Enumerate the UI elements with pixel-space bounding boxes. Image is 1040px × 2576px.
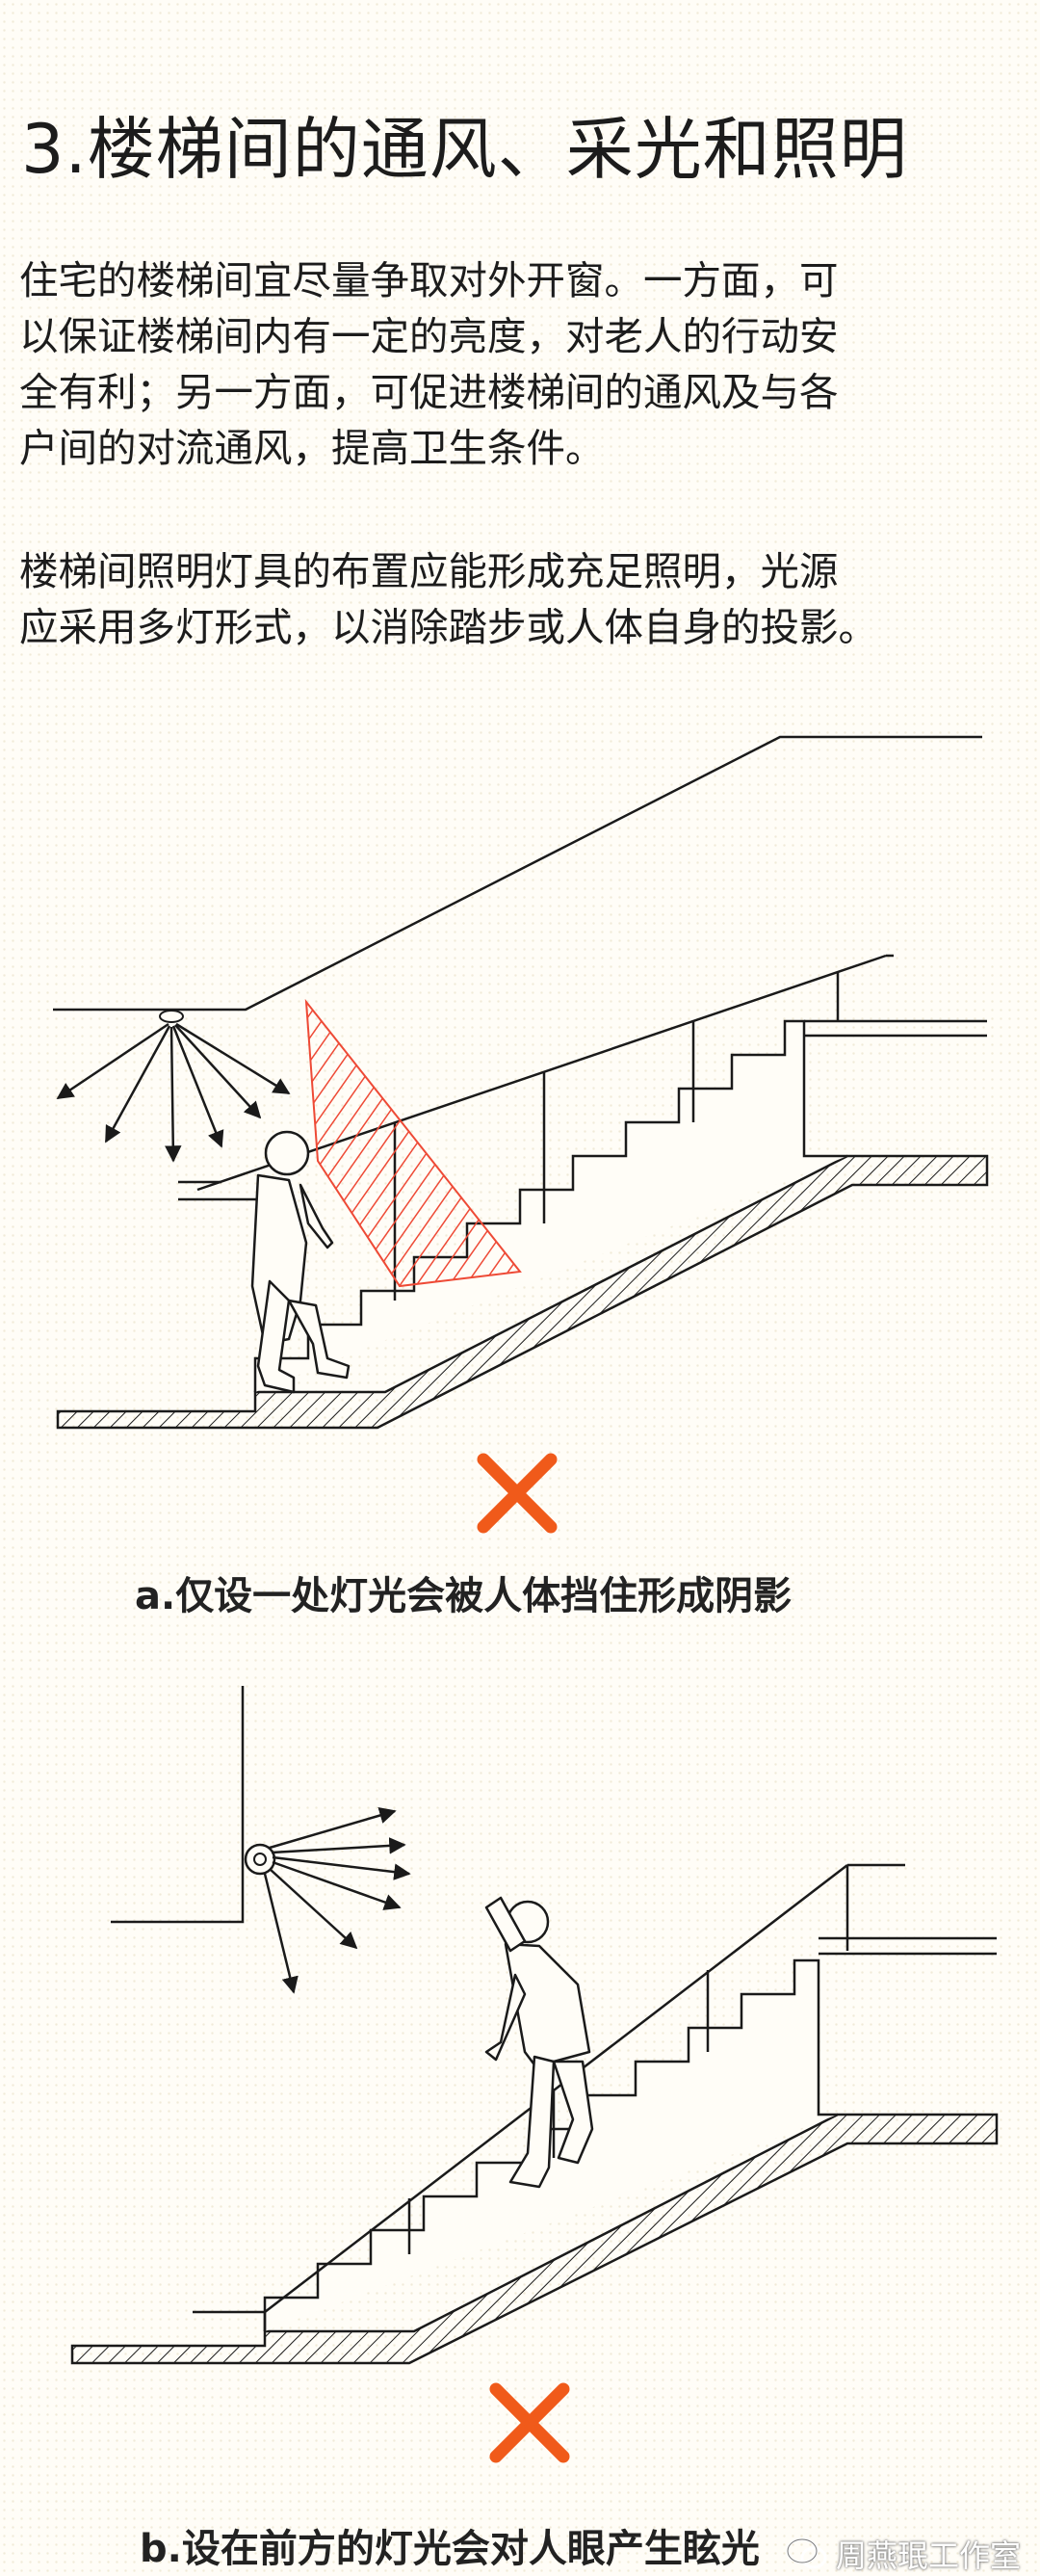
text-line: 以保证楼梯间内有一定的亮度，对老人的行动安 xyxy=(19,313,839,359)
paragraph-lighting: 楼梯间照明灯具的布置应能形成充足照明，光源 应采用多灯形式，以消除踏步或人体自身… xyxy=(19,543,1040,655)
text-line: 楼梯间照明灯具的布置应能形成充足照明，光源 xyxy=(19,548,839,594)
stair-slab xyxy=(56,1154,989,1430)
cross-mark-icon xyxy=(477,1453,558,1534)
figure-b-front-light-glare xyxy=(70,1686,999,2365)
paragraph-windows: 住宅的楼梯间宜尽量争取对外开窗。一方面，可 以保证楼梯间内有一定的亮度，对老人的… xyxy=(19,252,1040,476)
watermark-text: 周燕珉工作室 xyxy=(835,2537,1021,2574)
text-line: 住宅的楼梯间宜尽量争取对外开窗。一方面，可 xyxy=(19,257,839,303)
text-line: 全有利；另一方面，可促进楼梯间的通风及与各 xyxy=(19,369,839,415)
elderly-person-figure xyxy=(484,1896,594,2189)
stair-steps xyxy=(253,1019,847,1392)
figure-b-caption: b.设在前方的灯光会对人眼产生眩光 xyxy=(140,2527,760,2571)
elderly-person-figure xyxy=(250,1130,351,1394)
cross-mark-icon xyxy=(489,2382,570,2463)
ceiling-lamp-icon xyxy=(159,1010,184,1023)
wall-lamp-icon xyxy=(244,1843,276,1876)
wall-corner xyxy=(111,1686,245,1924)
body-shadow-area xyxy=(304,998,522,1288)
ceiling-line xyxy=(53,735,982,1012)
wechat-icon xyxy=(786,2537,827,2569)
watermark: 周燕珉工作室 xyxy=(786,2532,1021,2576)
text-line: 户间的对流通风，提高卫生条件。 xyxy=(19,425,605,471)
text-line: 应采用多灯形式，以消除踏步或人体自身的投影。 xyxy=(19,604,877,650)
stair-slab xyxy=(70,2113,999,2365)
figure-a-caption: a.仅设一处灯光会被人体挡住形成阴影 xyxy=(135,1574,793,1618)
handrail xyxy=(196,954,887,1192)
page-title: 3.楼梯间的通风、采光和照明 xyxy=(21,110,908,189)
figure-a-single-light-shadow xyxy=(53,735,989,1430)
